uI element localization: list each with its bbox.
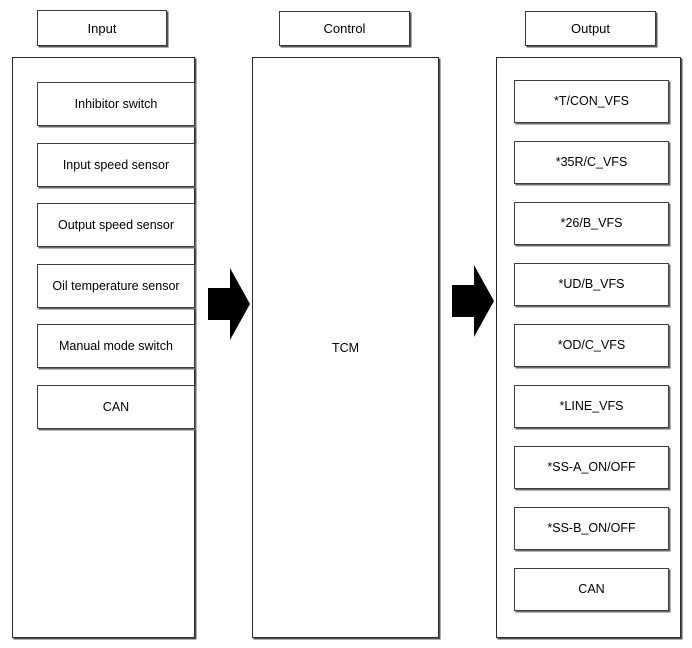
output-item-t-con-vfs: *T/CON_VFS — [514, 80, 669, 123]
input-column-container: Inhibitor switch Input speed sensor Outp… — [12, 57, 195, 638]
control-column-container: TCM — [252, 57, 439, 638]
output-item-can: CAN — [514, 568, 669, 611]
input-item-oil-temperature-sensor: Oil temperature sensor — [37, 264, 195, 308]
input-to-control-arrow-icon — [208, 268, 250, 340]
column-header-input: Input — [37, 10, 167, 46]
input-item-manual-mode-switch: Manual mode switch — [37, 324, 195, 368]
column-header-output: Output — [525, 11, 656, 46]
control-to-output-arrow-icon — [452, 265, 494, 337]
output-item-ss-b-on-off: *SS-B_ON/OFF — [514, 507, 669, 550]
input-item-input-speed-sensor: Input speed sensor — [37, 143, 195, 187]
input-item-inhibitor-switch: Inhibitor switch — [37, 82, 195, 126]
control-label-tcm: TCM — [331, 340, 360, 355]
output-item-line-vfs: *LINE_VFS — [514, 385, 669, 428]
column-header-control: Control — [279, 11, 410, 46]
output-item-od-c-vfs: *OD/C_VFS — [514, 324, 669, 367]
output-item-26-b-vfs: *26/B_VFS — [514, 202, 669, 245]
output-item-ss-a-on-off: *SS-A_ON/OFF — [514, 446, 669, 489]
input-item-can: CAN — [37, 385, 195, 429]
output-column-container: *T/CON_VFS *35R/C_VFS *26/B_VFS *UD/B_VF… — [496, 57, 681, 638]
input-item-output-speed-sensor: Output speed sensor — [37, 203, 195, 247]
output-item-ud-b-vfs: *UD/B_VFS — [514, 263, 669, 306]
output-item-35r-c-vfs: *35R/C_VFS — [514, 141, 669, 184]
